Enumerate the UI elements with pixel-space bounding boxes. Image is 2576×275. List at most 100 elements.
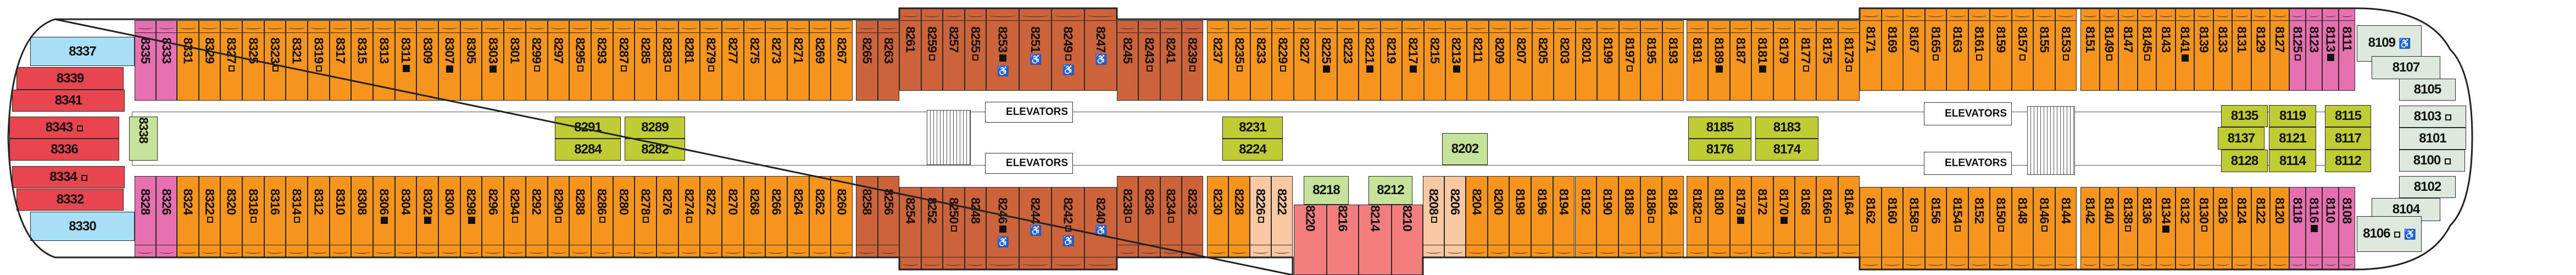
cabin-8252[interactable]: 8252 [921, 187, 943, 270]
cabin-8215[interactable]: 8215 [1423, 20, 1445, 101]
cabin-8189[interactable]: 8189 [1708, 20, 1730, 101]
cabin-8246[interactable]: 8246♿ [986, 187, 1019, 270]
cabin-8322[interactable]: 8322 [198, 176, 221, 257]
cabin-8257[interactable]: 8257 [943, 8, 965, 91]
cabin-8191[interactable]: 8191 [1687, 20, 1709, 101]
cabin-8130[interactable]: 8130 [2194, 187, 2213, 270]
cabin-8176[interactable]: 8176 [1688, 139, 1751, 161]
cabin-8128[interactable]: 8128 [2221, 150, 2268, 172]
cabin-8273[interactable]: 8273 [765, 20, 787, 101]
cabin-8177[interactable]: 8177 [1794, 20, 1817, 101]
cabin-8195[interactable]: 8195 [1640, 20, 1662, 101]
cabin-8244[interactable]: 8244♿ [1019, 187, 1051, 270]
cabin-8313[interactable]: 8313 [373, 20, 395, 101]
cabin-8255[interactable]: 8255 [964, 8, 986, 91]
cabin-8311[interactable]: 8311 [394, 20, 417, 101]
cabin-8314[interactable]: 8314 [286, 176, 308, 257]
cabin-8117[interactable]: 8117 [2325, 127, 2371, 150]
cabin-8339[interactable]: 8339 [16, 67, 124, 90]
cabin-8203[interactable]: 8203 [1554, 20, 1576, 101]
cabin-8338[interactable]: 8338 [129, 117, 158, 161]
cabin-8115[interactable]: 8115 [2325, 105, 2371, 127]
cabin-8276[interactable]: 8276 [656, 176, 678, 257]
cabin-8184[interactable]: 8184 [1662, 176, 1684, 257]
cabin-8102[interactable]: 8102 [2399, 176, 2456, 198]
cabin-8163[interactable]: 8163 [1946, 8, 1968, 91]
cabin-8174[interactable]: 8174 [1755, 139, 1818, 161]
cabin-8143[interactable]: 8143 [2156, 8, 2176, 91]
cabin-8241[interactable]: 8241 [1160, 20, 1182, 101]
cabin-8249[interactable]: 8249♿ [1051, 8, 1084, 91]
cabin-8293[interactable]: 8293 [591, 20, 613, 101]
cabin-8134[interactable]: 8134 [2156, 187, 2176, 270]
cabin-8336[interactable]: 8336 [9, 139, 119, 161]
cabin-8263[interactable]: 8263 [877, 20, 899, 101]
cabin-8154[interactable]: 8154 [1946, 187, 1968, 270]
cabin-8122[interactable]: 8122 [2251, 187, 2271, 270]
cabin-8169[interactable]: 8169 [1881, 8, 1903, 91]
cabin-8101[interactable]: 8101 [2399, 128, 2466, 150]
cabin-8304[interactable]: 8304 [394, 176, 417, 257]
cabin-8206[interactable]: 8206 [1444, 176, 1466, 257]
cabin-8124[interactable]: 8124 [2232, 187, 2251, 270]
cabin-8237[interactable]: 8237 [1207, 20, 1229, 101]
cabin-8296[interactable]: 8296 [482, 176, 504, 257]
cabin-8105[interactable]: 8105 [2399, 79, 2456, 101]
cabin-8132[interactable]: 8132 [2175, 187, 2195, 270]
cabin-8264[interactable]: 8264 [787, 176, 809, 257]
cabin-8235[interactable]: 8235 [1228, 20, 1250, 101]
cabin-8119[interactable]: 8119 [2269, 105, 2316, 127]
cabin-8192[interactable]: 8192 [1574, 176, 1597, 257]
cabin-8323[interactable]: 8323 [264, 20, 286, 101]
cabin-8213[interactable]: 8213 [1445, 20, 1467, 101]
cabin-8283[interactable]: 8283 [656, 20, 678, 101]
cabin-8121[interactable]: 8121 [2269, 127, 2316, 150]
cabin-8219[interactable]: 8219 [1380, 20, 1403, 101]
cabin-8209[interactable]: 8209 [1488, 20, 1511, 101]
cabin-8320[interactable]: 8320 [220, 176, 243, 257]
cabin-8133[interactable]: 8133 [2213, 8, 2233, 91]
cabin-8212[interactable]: 8212 [1368, 176, 1412, 205]
cabin-8245[interactable]: 8245 [1117, 20, 1139, 101]
cabin-8217[interactable]: 8217 [1402, 20, 1424, 101]
cabin-8307[interactable]: 8307 [438, 20, 460, 101]
cabin-8332[interactable]: 8332 [16, 189, 124, 211]
cabin-8221[interactable]: 8221 [1359, 20, 1381, 101]
cabin-8188[interactable]: 8188 [1618, 176, 1640, 257]
cabin-8331[interactable]: 8331 [177, 20, 199, 101]
cabin-8103[interactable]: 8103 [2399, 106, 2466, 128]
cabin-8280[interactable]: 8280 [613, 176, 635, 257]
cabin-8137[interactable]: 8137 [2218, 127, 2265, 150]
cabin-8310[interactable]: 8310 [329, 176, 352, 257]
cabin-8186[interactable]: 8186 [1640, 176, 1662, 257]
cabin-8140[interactable]: 8140 [2099, 187, 2119, 270]
cabin-8226[interactable]: 8226 [1250, 176, 1271, 257]
cabin-8199[interactable]: 8199 [1597, 20, 1619, 101]
cabin-8275[interactable]: 8275 [743, 20, 766, 101]
cabin-8318[interactable]: 8318 [242, 176, 264, 257]
cabin-8270[interactable]: 8270 [721, 176, 744, 257]
cabin-8149[interactable]: 8149 [2099, 8, 2119, 91]
cabin-8289[interactable]: 8289 [625, 117, 685, 139]
cabin-8157[interactable]: 8157 [2011, 8, 2033, 91]
cabin-8299[interactable]: 8299 [525, 20, 548, 101]
cabin-8277[interactable]: 8277 [721, 20, 744, 101]
cabin-8110[interactable]: 8110 [2322, 187, 2339, 270]
cabin-8321[interactable]: 8321 [286, 20, 308, 101]
cabin-8290[interactable]: 8290 [547, 176, 570, 257]
cabin-8161[interactable]: 8161 [1968, 8, 1990, 91]
cabin-8106[interactable]: 8106♿ [2357, 216, 2422, 252]
cabin-8343[interactable]: 8343 [9, 117, 119, 139]
cabin-8306[interactable]: 8306 [373, 176, 395, 257]
cabin-8183[interactable]: 8183 [1755, 117, 1818, 139]
cabin-8135[interactable]: 8135 [2221, 105, 2268, 127]
cabin-8198[interactable]: 8198 [1509, 176, 1532, 257]
cabin-8165[interactable]: 8165 [1924, 8, 1946, 91]
cabin-8227[interactable]: 8227 [1293, 20, 1316, 101]
cabin-8151[interactable]: 8151 [2080, 8, 2100, 91]
cabin-8285[interactable]: 8285 [635, 20, 656, 101]
cabin-8335[interactable]: 8335 [135, 20, 156, 101]
cabin-8326[interactable]: 8326 [155, 176, 177, 257]
cabin-8254[interactable]: 8254 [899, 187, 921, 270]
cabin-8258[interactable]: 8258 [856, 176, 878, 257]
